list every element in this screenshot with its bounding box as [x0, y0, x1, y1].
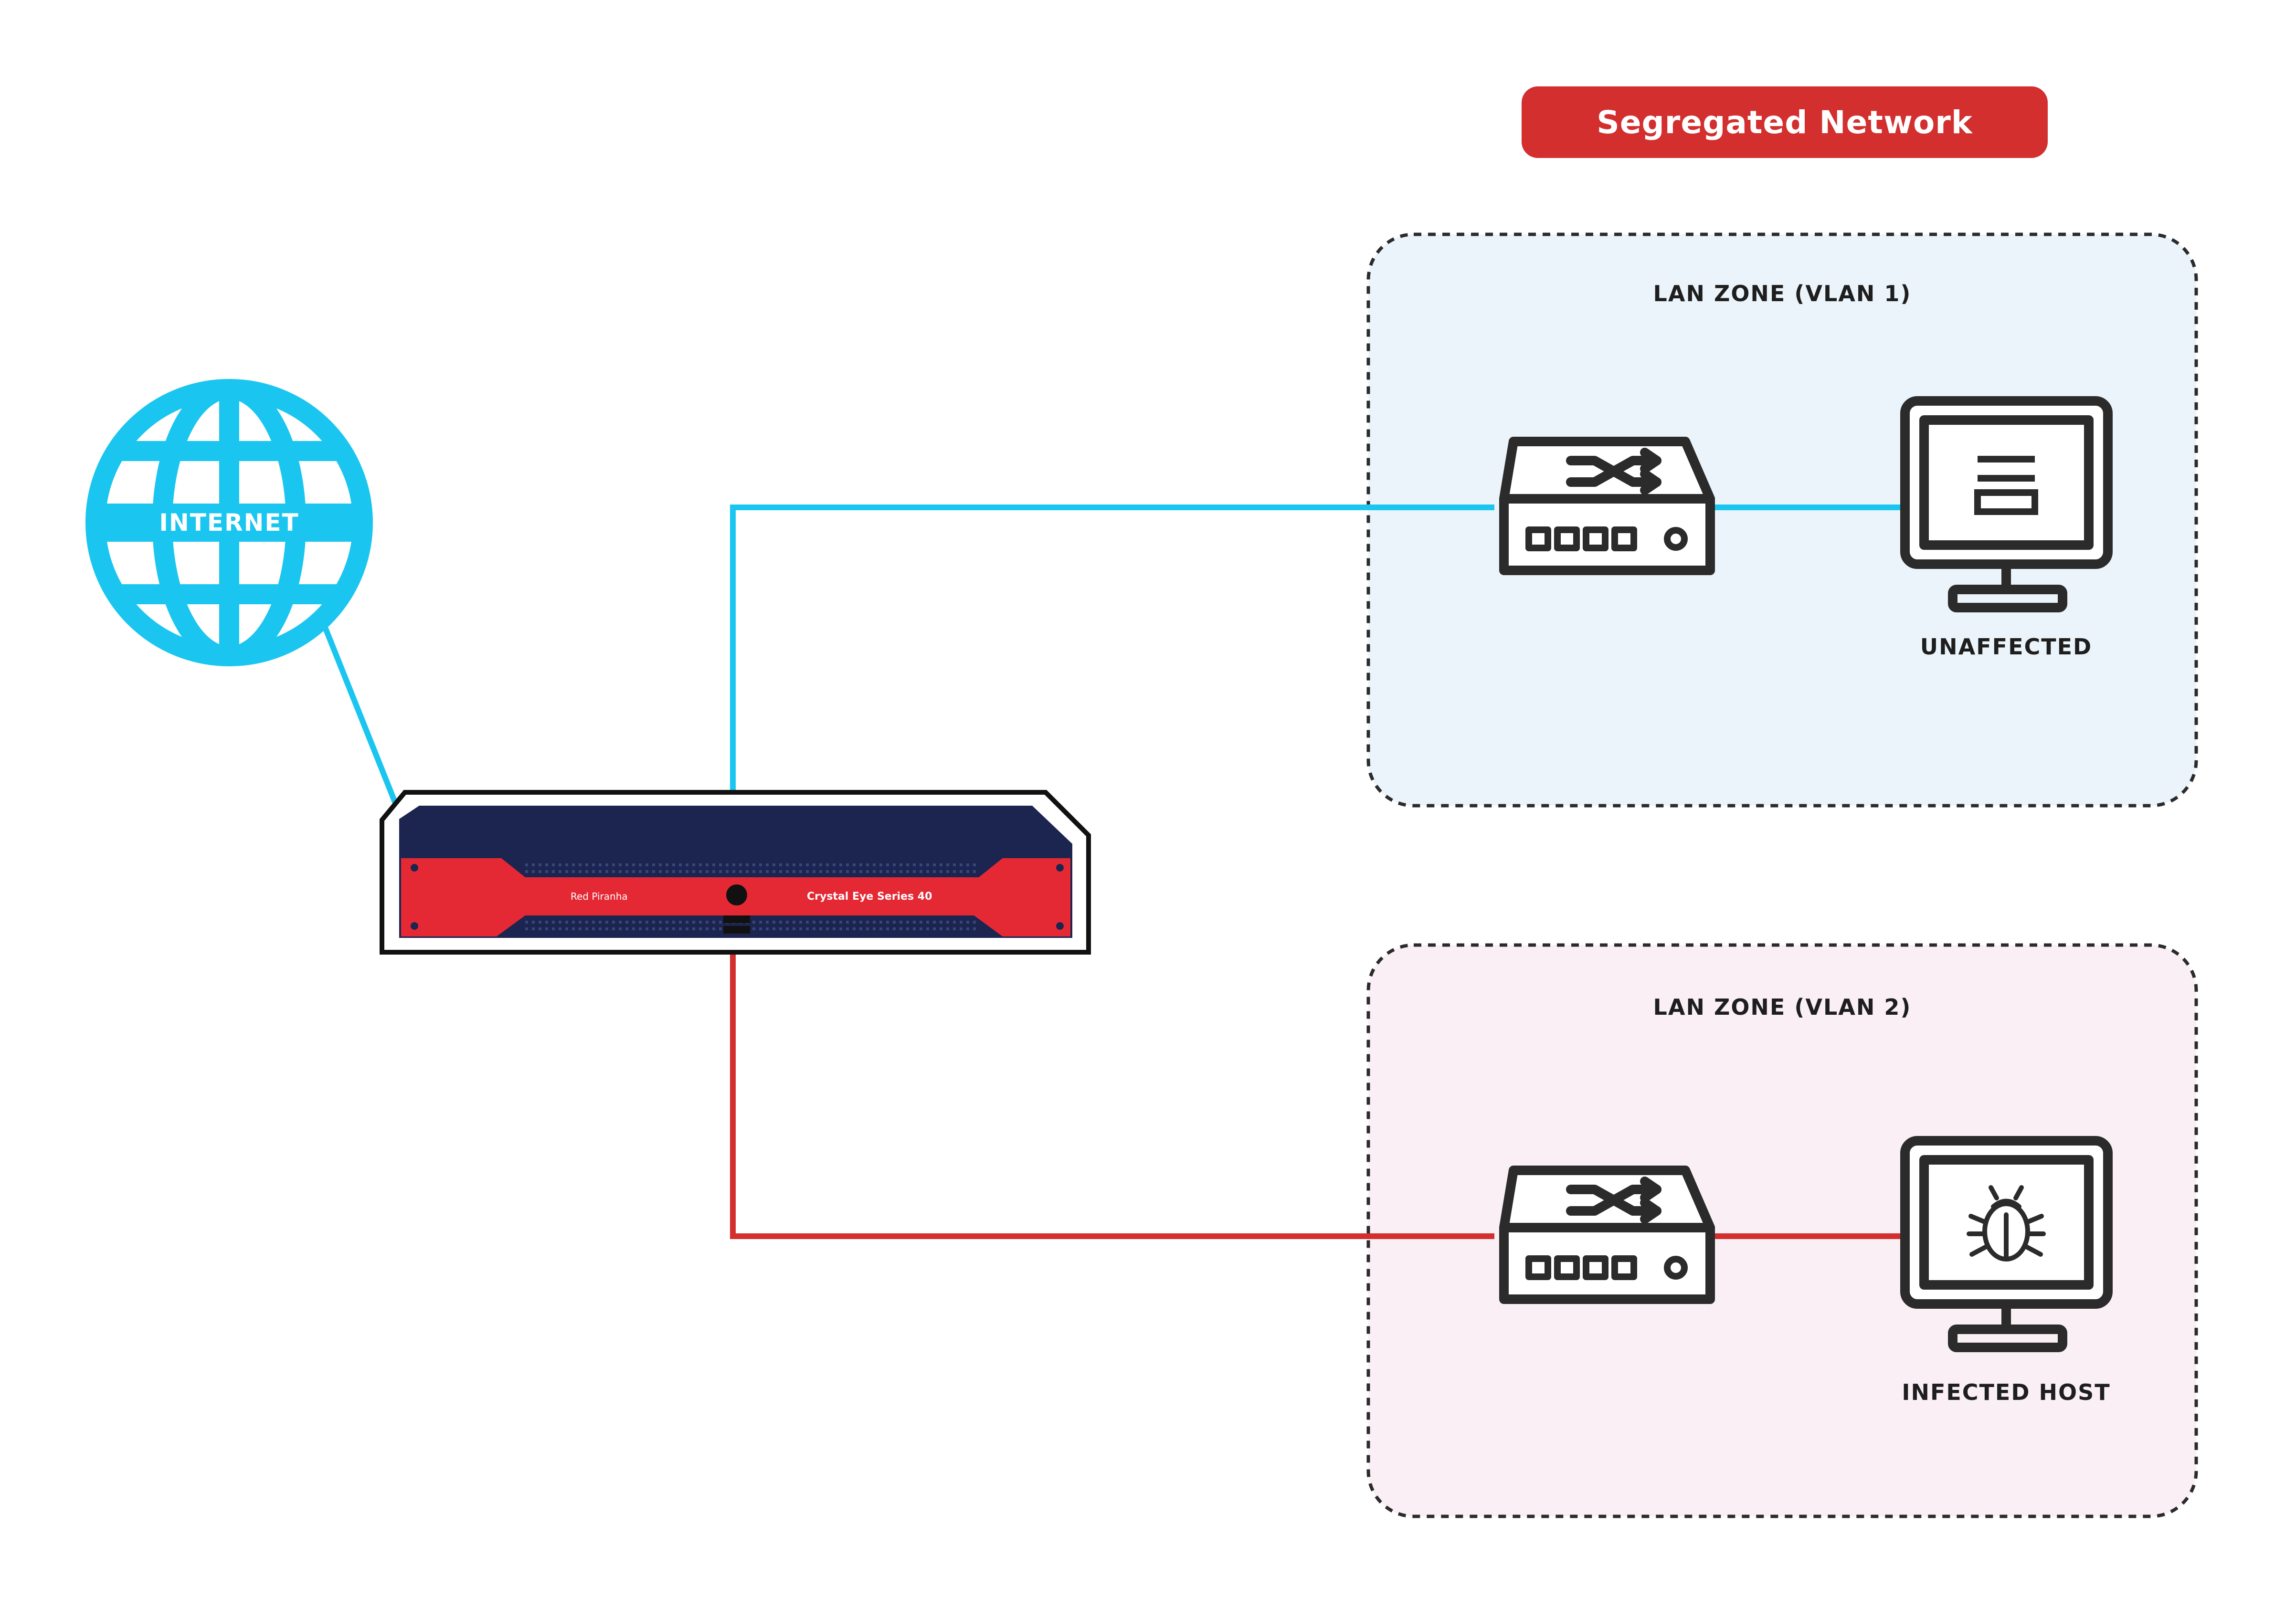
- zone-box-vlan1: [1366, 232, 2198, 808]
- monitor-icon: [1900, 396, 2113, 612]
- firewall-model-label: Crystal Eye Series 40: [807, 891, 932, 903]
- zone-title-vlan1: LAN ZONE (VLAN 1): [1653, 281, 1912, 306]
- list-icon: [1974, 456, 2038, 515]
- firewall-to-vlan1-link: [730, 505, 1494, 795]
- network-switch-icon: [1499, 437, 1715, 575]
- network-switch-icon: [1499, 1166, 1715, 1304]
- internet-label: INTERNET: [159, 509, 299, 536]
- firewall-brand-label: Red Piranha: [571, 891, 628, 902]
- host-label-unaffected: UNAFFECTED: [1920, 634, 2093, 660]
- internet-to-firewall-link: [316, 610, 402, 813]
- firewall-to-vlan2-link: [730, 952, 1494, 1239]
- host-label-infected: INFECTED HOST: [1902, 1379, 2111, 1405]
- monitor-icon: [1900, 1136, 2113, 1352]
- internet-band: [91, 504, 368, 542]
- page-title: Segregated Network: [1522, 86, 2048, 158]
- bug-icon: [1967, 1185, 2046, 1262]
- zone-title-vlan2: LAN ZONE (VLAN 2): [1653, 994, 1912, 1020]
- zone-box-vlan2: [1366, 943, 2198, 1518]
- firewall-appliance: [380, 790, 1091, 955]
